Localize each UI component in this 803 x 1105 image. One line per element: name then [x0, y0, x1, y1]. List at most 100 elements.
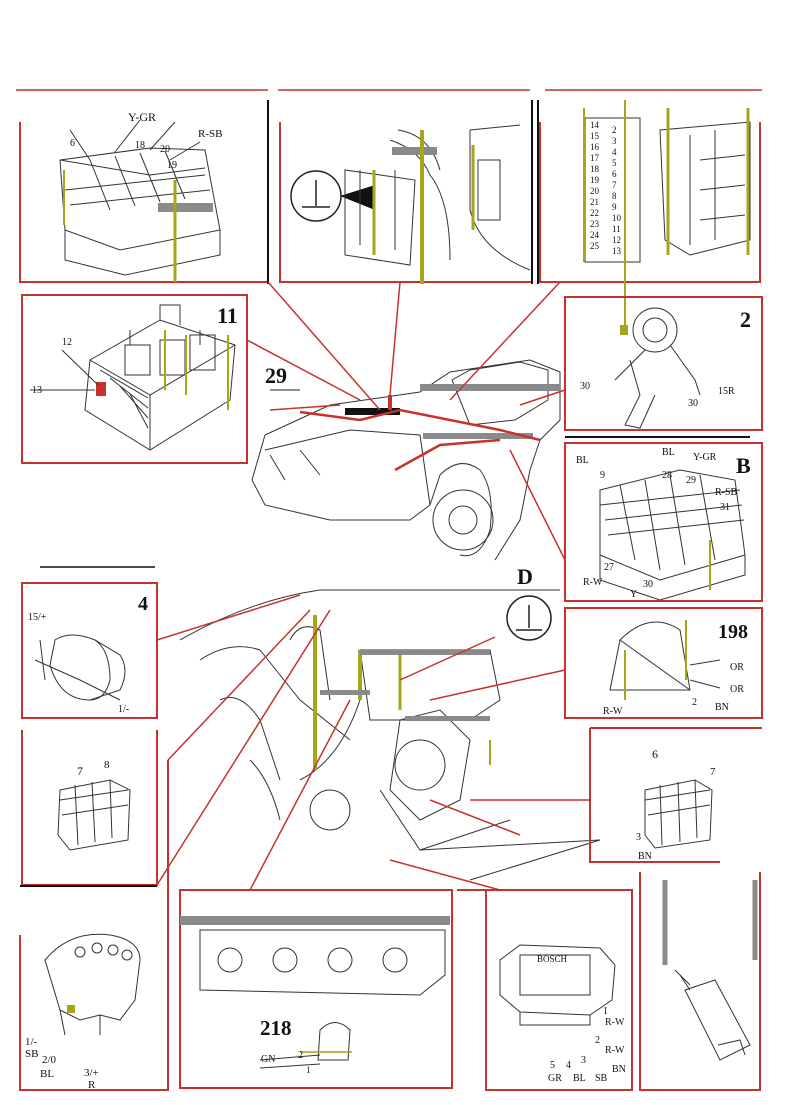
pin-right-label: 12: [612, 235, 621, 245]
horn-label-rw: R-W: [603, 706, 623, 717]
pin-right-label: 11: [612, 224, 621, 234]
fusebox-label-19: 19: [167, 160, 177, 171]
module-label-5: 5: [550, 1060, 555, 1071]
module-label-gr: GR: [548, 1073, 562, 1084]
dist-label-bl: BL: [40, 1068, 54, 1080]
connector-3-panel: 6 7 3 BN: [589, 727, 762, 863]
module-label-bl: BL: [573, 1073, 586, 1084]
fuseb-label-bl1: BL: [576, 455, 589, 466]
horn-label-bn: BN: [715, 702, 729, 713]
fusebox-label-6: 6: [70, 138, 75, 149]
dist-label-3: 3/+: [84, 1067, 99, 1079]
module-label-4: 4: [566, 1060, 571, 1071]
pin-right-label: 10: [612, 213, 622, 223]
module-label-1: 1: [603, 1006, 608, 1017]
horn-number: 198: [718, 621, 748, 643]
leader-lines: [156, 281, 590, 891]
fusebox-label-18: 18: [135, 140, 145, 151]
ignition-switch-panel: 2 30 30 15R: [564, 296, 763, 431]
conn3-label-6: 6: [652, 747, 658, 761]
conn8-label-8: 8: [104, 759, 110, 771]
pin-right-label: 2: [612, 125, 617, 135]
dist-label-20: 2/0: [42, 1054, 57, 1066]
relay-label-12: 12: [62, 337, 72, 348]
knock-label-2: 2: [298, 1050, 303, 1061]
conn8-label-7: 7: [77, 764, 83, 778]
car-overview: 29: [251, 359, 561, 561]
relay-box-number: 11: [217, 303, 238, 328]
horn-panel: 198 OR OR R-W 2 BN: [564, 607, 763, 719]
dash-pins-right: 2 3 4 5 6 7 8 9 10 11 12 13: [612, 125, 622, 256]
horn-label-2: 2: [692, 697, 697, 708]
pin-right-label: 7: [612, 180, 617, 190]
pin-left-label: 19: [590, 175, 600, 185]
pin-left-label: 16: [590, 142, 600, 152]
ground-symbol-icon: [290, 170, 342, 222]
pin-right-label: 9: [612, 202, 617, 212]
ground-d-letter: D: [517, 564, 533, 589]
switch-label-30a: 30: [580, 381, 590, 392]
engine-bay: D: [179, 564, 601, 881]
knock-sensor-panel: 218 GN 2 1: [179, 889, 453, 1089]
coil-label-1: 1/-: [118, 704, 129, 715]
fuseb-label-28: 28: [662, 470, 672, 481]
fusebox-label-rsb: R-SB: [198, 128, 222, 140]
connector-8-panel: 7 8: [20, 730, 158, 887]
fuseb-label-29: 29: [686, 475, 696, 486]
coil-panel: 4 15/+ 1/-: [21, 566, 158, 719]
switch-label-15r: 15R: [718, 386, 735, 397]
module-label-sb: SB: [595, 1073, 608, 1084]
knock-sensor-number: 218: [260, 1016, 292, 1040]
fusebox-b-letter: B: [736, 453, 751, 478]
dist-label-sb: SB: [25, 1048, 38, 1060]
pin-right-label: 5: [612, 158, 617, 168]
bosch-logo-text: BOSCH: [537, 954, 568, 964]
module-label-rw1: R-W: [605, 1017, 625, 1028]
pin-left-label: 14: [590, 120, 600, 130]
pin-right-label: 4: [612, 147, 617, 157]
fuseb-label-rsb: R-SB: [715, 487, 738, 498]
ground-d-icon: [506, 595, 552, 641]
coil-number: 4: [138, 593, 148, 615]
fuseb-label-bl2: BL: [662, 447, 675, 458]
pin-left-label: 17: [590, 153, 600, 163]
pin-left-label: 18: [590, 164, 600, 174]
fuseb-label-y: Y: [630, 589, 637, 600]
dash-pins-left: 14 15 16 17 18 19 20 21 22 23 24 25: [590, 120, 600, 251]
fuseb-label-27: 27: [604, 562, 614, 573]
pin-right-label: 13: [612, 246, 622, 256]
distributor-panel: 1/- SB 2/0 BL 3/+ R: [19, 760, 169, 1091]
pin-left-label: 21: [590, 197, 599, 207]
fuseb-label-30: 30: [643, 579, 653, 590]
ignition-switch-number: 2: [740, 307, 751, 332]
ground-connector-panel: [279, 100, 533, 284]
relay-box-panel: 11 12 13: [21, 294, 248, 464]
fuseb-label-31: 31: [720, 502, 730, 513]
pin-left-label: 22: [590, 208, 599, 218]
dist-label-1: 1/-: [25, 1036, 38, 1048]
module-label-2: 2: [595, 1035, 600, 1046]
car-harness-number: 29: [265, 363, 287, 388]
module-label-bn: BN: [612, 1064, 626, 1075]
conn3-label-bn: BN: [638, 851, 652, 862]
dist-label-r: R: [88, 1079, 96, 1091]
fuseb-label-9: 9: [600, 470, 605, 481]
module-label-rw2: R-W: [605, 1045, 625, 1056]
pin-left-label: 25: [590, 241, 600, 251]
pin-right-label: 3: [612, 136, 617, 146]
dash-connector-panel: 14 15 16 17 18 19 20 21 22 23 24 25 2 3 …: [537, 100, 761, 330]
fusebox-label-ygr: Y-GR: [128, 110, 156, 124]
pin-left-label: 20: [590, 186, 600, 196]
knock-label-1: 1: [306, 1065, 311, 1075]
conn3-label-7: 7: [710, 766, 716, 778]
pin-left-label: 23: [590, 219, 600, 229]
knock-label-gn: GN: [261, 1054, 275, 1065]
module-label-3: 3: [581, 1055, 586, 1066]
fuseb-label-rw: R-W: [583, 577, 603, 588]
sensor-panel: [639, 872, 761, 1091]
coil-label-15: 15/+: [28, 612, 47, 623]
fuseb-label-ygr: Y-GR: [693, 452, 717, 463]
fusebox-label-20: 20: [160, 144, 170, 155]
pin-right-label: 6: [612, 169, 617, 179]
